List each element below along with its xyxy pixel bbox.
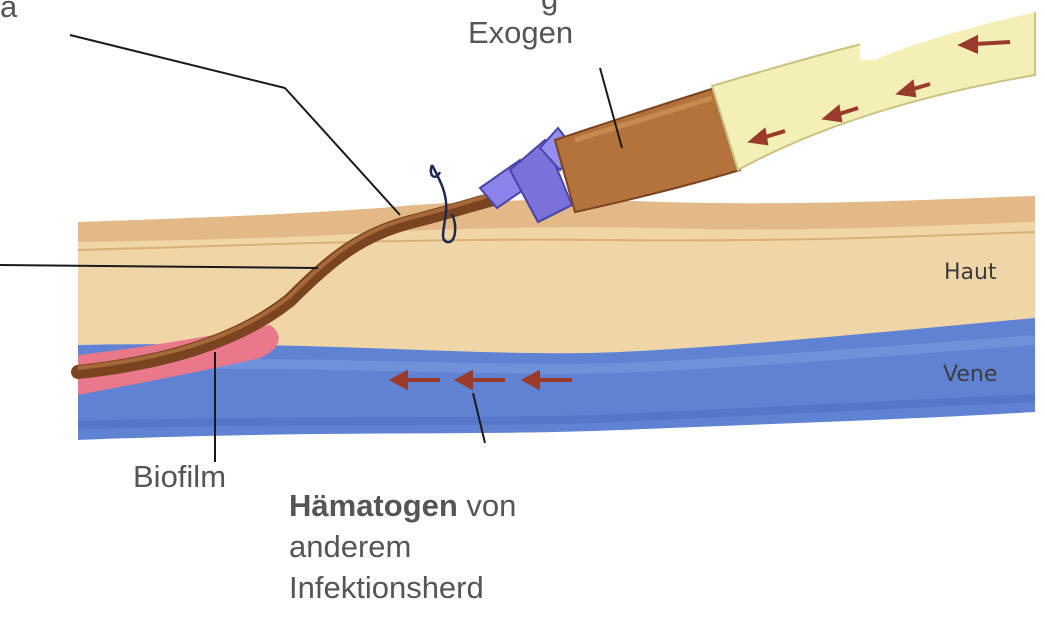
exogen-label: Exogen xyxy=(468,14,573,52)
vene-label: Vene xyxy=(943,362,997,387)
hematogen-text-3: Infektionsherd xyxy=(289,570,484,605)
haut-label: Haut xyxy=(944,260,997,285)
top-fragment-label: a xyxy=(0,0,17,26)
hematogen-label: Hämatogen von anderem Infektionsherd xyxy=(289,485,649,608)
connector-cone xyxy=(555,88,740,212)
hematogen-text-2: anderem xyxy=(289,529,411,564)
leader-top xyxy=(70,35,285,88)
hematogen-text-1: von xyxy=(458,488,517,523)
hematogen-bold-word: Hämatogen xyxy=(289,488,458,523)
leader-top-to-entry xyxy=(285,88,400,215)
biofilm-label: Biofilm xyxy=(133,458,226,496)
